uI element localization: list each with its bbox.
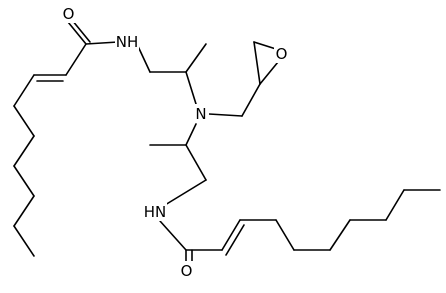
bond-epoxide-c-o [253, 41, 277, 50]
bond-ch2-epoxide-c [241, 83, 261, 117]
bond-top-chain-4 [13, 165, 35, 197]
bond-bottom-alkene [221, 219, 241, 251]
bond-ch-methyl-top [185, 43, 207, 73]
atom-o-bottom-amide: O [179, 261, 194, 280]
bond-top-chain-3 [13, 135, 35, 167]
bond-epoxide-c-c [253, 41, 261, 85]
bond-top-c-alpha [65, 43, 87, 76]
atom-o-bottom-amide-label: O [181, 262, 193, 280]
bond-bottom-chain-4 [329, 219, 351, 251]
bond-ch-ch2-bottom [185, 144, 207, 181]
bonds-layer [13, 19, 441, 263]
bond-n-ch2-epox [208, 113, 243, 117]
bond-epoxide-c-o-2 [259, 61, 279, 85]
atom-hn-bottom-label: HN [144, 203, 167, 221]
bond-top-chain-2 [13, 105, 35, 137]
atom-nh-top-label: NH [116, 33, 139, 51]
atom-n-central-label: N [195, 105, 206, 123]
atom-o-top-amide: O [61, 4, 76, 23]
atom-labels-layer: O NH N O HN O [61, 4, 289, 280]
atom-o-epoxide-label: O [276, 45, 288, 63]
bond-top-chain-6 [13, 225, 35, 257]
atom-hn-bottom: HN [143, 202, 167, 221]
bond-n-ch-bottom [185, 123, 197, 146]
bond-top-chain-1 [13, 74, 35, 107]
bond-top-c-nh [85, 41, 119, 45]
atom-o-top-amide-label: O [63, 5, 75, 23]
bond-top-carbonyl-c-o-double [71, 19, 91, 43]
bond-top-chain-5 [13, 195, 35, 227]
bond-hn-c-bottom [159, 220, 187, 251]
bond-ch-n-top [185, 71, 197, 105]
atom-nh-top: NH [115, 32, 139, 51]
bond-top-carbonyl-c-o [67, 21, 87, 45]
bond-ch2-hn [164, 179, 207, 206]
bond-bottom-alkene-double [225, 224, 245, 256]
atom-o-epoxide: O [274, 44, 289, 63]
bond-bottom-chain-6 [385, 189, 405, 221]
bond-bottom-chain-2 [275, 219, 295, 251]
atom-n-central: N [193, 104, 209, 123]
